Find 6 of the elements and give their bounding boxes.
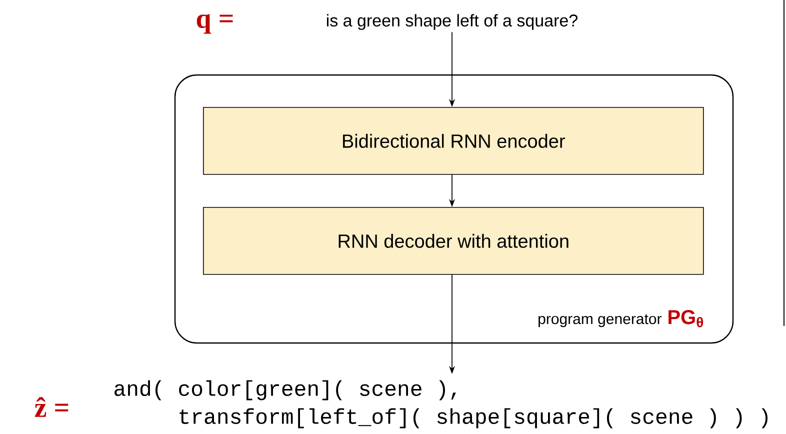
variable-label: ẑ =: [34, 397, 68, 417]
process-box: RNN decoder with attention: [203, 207, 704, 275]
program-code: and( color[green]( scene ), transform[left_of]( shape[square]( scene ) ) ): [114, 380, 768, 428]
question-text: is a green shape left of a square?: [326, 14, 578, 30]
variable-label: q =: [196, 14, 233, 34]
process-box: Bidirectional RNN encoder: [203, 107, 704, 175]
